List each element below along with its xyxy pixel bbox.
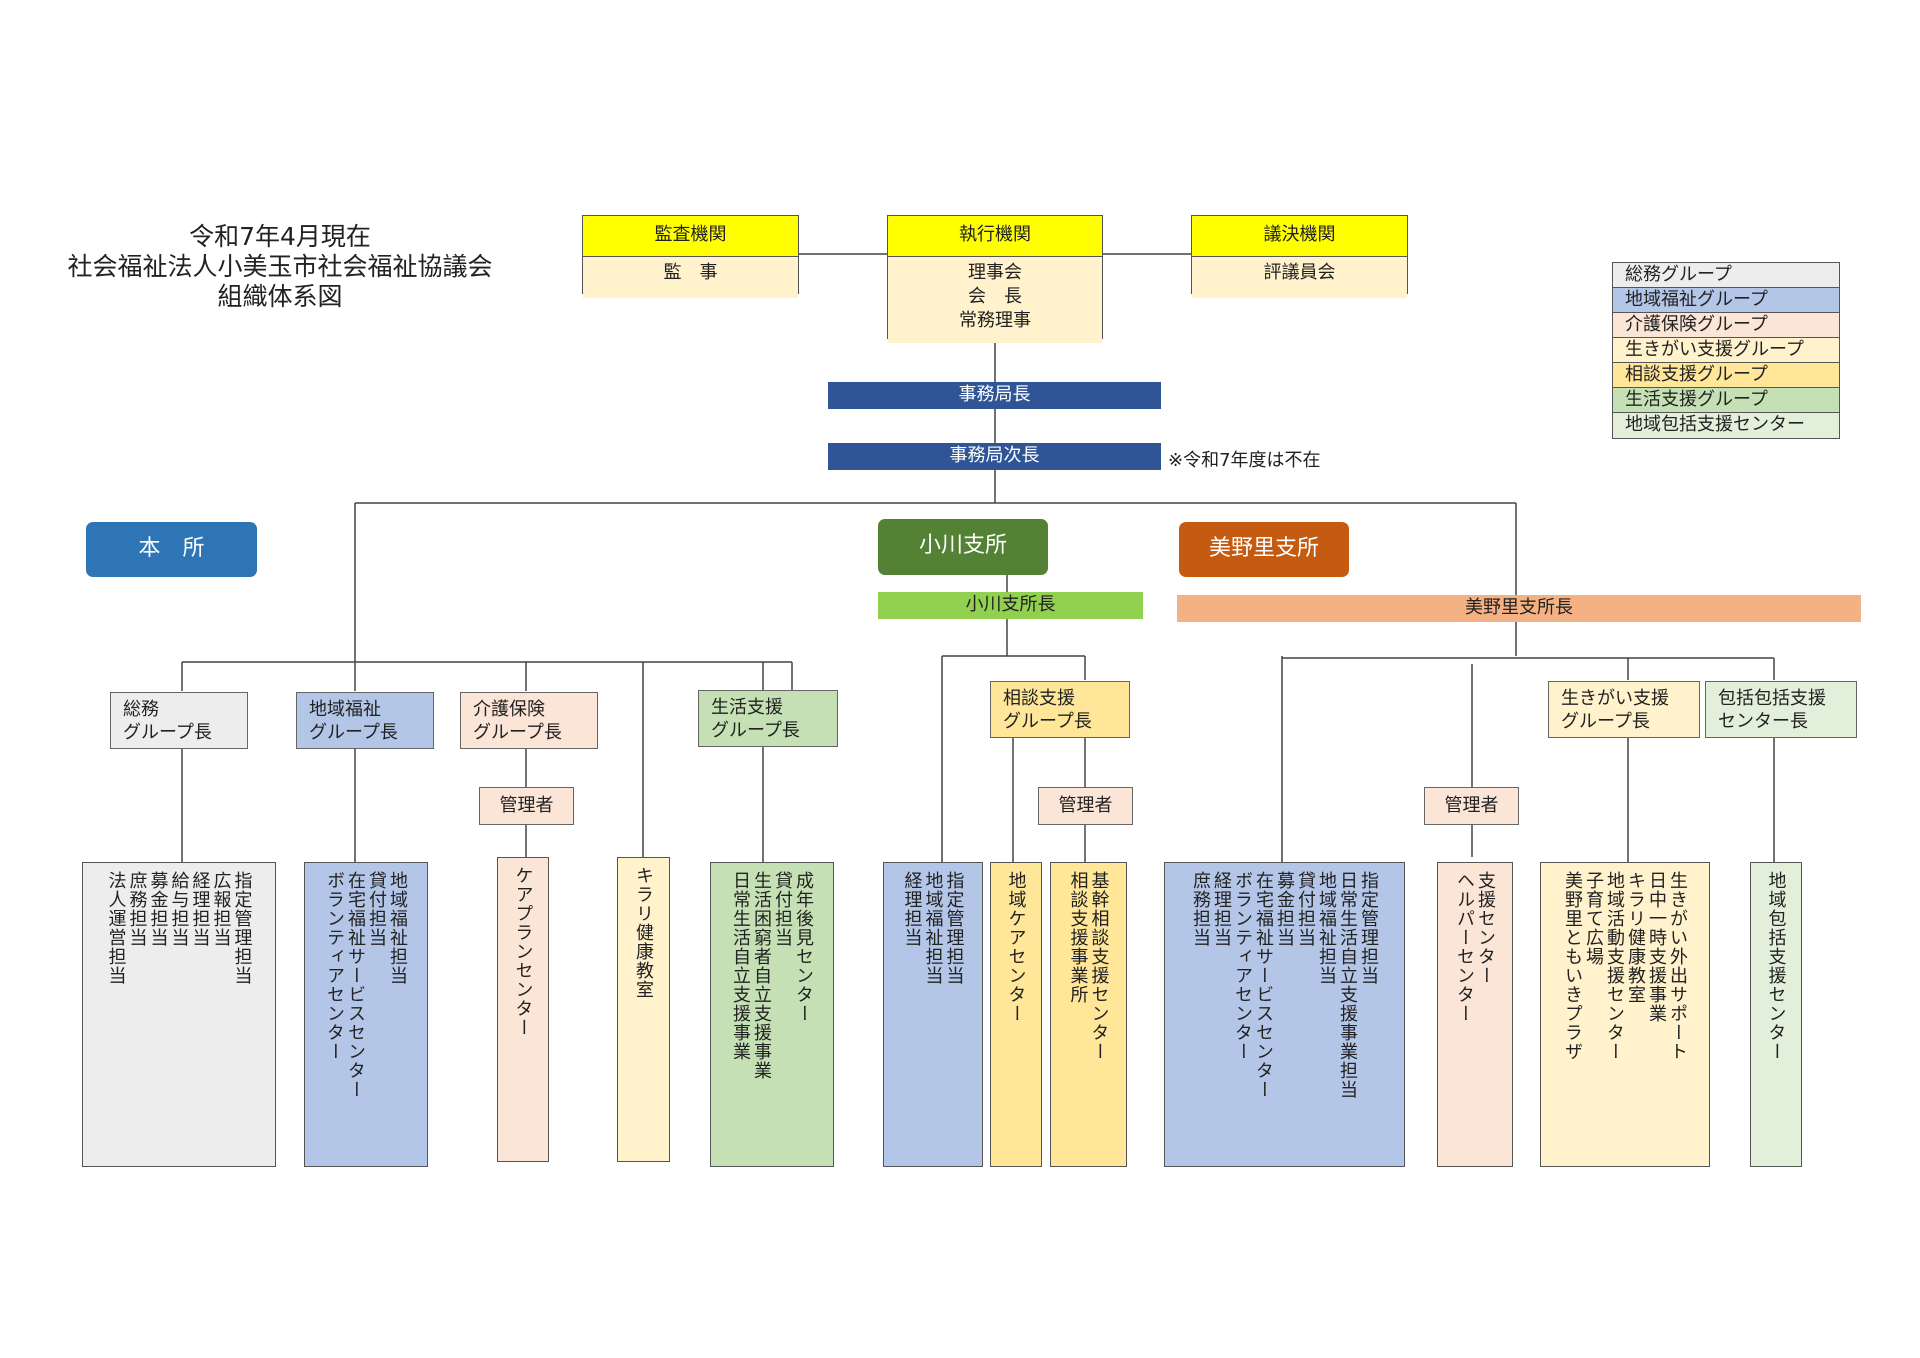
unit-item: 庶務担当 [1190, 871, 1211, 947]
unit-minori-ikigai: 生きがい外出サポート 日中一時支援事業 キラリ健康教室 地域活動支援センター 子… [1540, 862, 1710, 1167]
unit-seikatsu: 成年後見センター 貸付担当 生活困窮者自立支援事業 日常生活自立支援事業 [710, 862, 834, 1167]
group-head-soumu: 総務 グループ長 [110, 692, 248, 749]
unit-item: ケアプランセンター [512, 866, 534, 1037]
group-head-chiiki: 地域福祉 グループ長 [296, 692, 434, 749]
unit-item: ヘルパーセンター [1454, 871, 1475, 1023]
audit-organ: 監査機関 監 事 [582, 215, 799, 298]
title-chart: 組織体系図 [217, 282, 343, 311]
deputy-director-bar: 事務局次長 [828, 443, 1161, 470]
unit-minori-chiiki: 指定管理担当 日常生活自立支援事業担当 地域福祉担当 貸付担当 募金担当 在宅福… [1164, 862, 1405, 1167]
unit-item: 募金担当 [147, 871, 169, 947]
unit-item: 指定管理担当 [1358, 871, 1379, 985]
group-head-soudan: 相談支援 グループ長 [990, 681, 1130, 738]
audit-organ-line: 監 事 [663, 262, 718, 283]
unit-item: 生活困窮者自立支援事業 [751, 871, 772, 1080]
office-honsho: 本 所 [86, 522, 257, 577]
unit-item: ボランティアセンター [1232, 871, 1253, 1061]
legend-item-ikigai: 生きがい支援グループ [1613, 338, 1839, 363]
unit-item: 日常生活自立支援事業 [730, 871, 751, 1061]
group-head-ikigai: 生きがい支援 グループ長 [1548, 681, 1700, 738]
unit-item: 経理担当 [189, 871, 211, 947]
council-organ-line: 評議員会 [1263, 262, 1336, 283]
unit-item: 美野里ともいきプラザ [1562, 871, 1583, 1061]
unit-careplan: ケアプランセンター [497, 857, 549, 1162]
office-minori: 美野里支所 [1179, 522, 1349, 577]
group-head-kaigo: 介護保険 グループ長 [460, 692, 598, 749]
unit-item: 基幹相談支援センター [1088, 871, 1110, 1061]
manager-minori: 管理者 [1424, 787, 1519, 825]
unit-item: 地域包括支援センター [1765, 871, 1787, 1061]
unit-minori-houkatsu: 地域包括支援センター [1750, 862, 1802, 1167]
unit-item: 相談支援事業所 [1067, 871, 1089, 1004]
unit-item: 経理担当 [1211, 871, 1232, 947]
exec-organ-header: 執行機関 [888, 216, 1102, 257]
legend-item-seikatsu: 生活支援グループ [1613, 388, 1839, 413]
unit-item: 成年後見センター [793, 871, 814, 1023]
unit-soumu: 指定管理担当 広報担当 経理担当 給与担当 募金担当 庶務担当 法人運営担当 [82, 862, 276, 1167]
unit-item: 法人運営担当 [105, 871, 127, 985]
page-title: 令和7年4月現在 社会福祉法人小美玉市社会福祉協議会 組織体系図 [40, 222, 520, 312]
group-head-seikatsu: 生活支援 グループ長 [698, 690, 838, 747]
ogawa-head-bar: 小川支所長 [878, 592, 1143, 619]
unit-item: 貸付担当 [772, 871, 793, 947]
exec-organ: 執行機関 理事会 会 長 常務理事 [887, 215, 1103, 343]
unit-item: 日中一時支援事業 [1646, 871, 1667, 1023]
unit-item: 指定管理担当 [231, 871, 253, 985]
manager-kaigo: 管理者 [479, 787, 574, 825]
unit-item: 生きがい外出サポート [1667, 871, 1688, 1061]
office-ogawa: 小川支所 [878, 519, 1048, 575]
deputy-note: ※令和7年度は不在 [1168, 450, 1321, 471]
unit-item: キラリ健康教室 [633, 866, 654, 999]
minori-head-bar: 美野里支所長 [1177, 595, 1861, 622]
unit-item: 地域ケアセンター [1005, 871, 1027, 1023]
audit-organ-body: 監 事 [583, 257, 798, 298]
exec-organ-line: 常務理事 [959, 310, 1031, 331]
title-org: 社会福祉法人小美玉市社会福祉協議会 [67, 252, 493, 281]
unit-item: 庶務担当 [126, 871, 148, 947]
unit-kirari: キラリ健康教室 [617, 857, 670, 1162]
unit-ogawa-soudan: 基幹相談支援センター 相談支援事業所 [1050, 862, 1127, 1167]
exec-organ-line: 会 長 [968, 286, 1022, 307]
exec-organ-line: 理事会 [968, 262, 1022, 283]
title-date: 令和7年4月現在 [189, 222, 371, 251]
legend-item-soudan: 相談支援グループ [1613, 363, 1839, 388]
unit-item: 地域福祉担当 [387, 871, 408, 985]
unit-item: 経理担当 [901, 871, 923, 947]
unit-chiiki: 地域福祉担当 貸付担当 在宅福祉サービスセンター ボランティアセンター [304, 862, 428, 1167]
exec-organ-body: 理事会 会 長 常務理事 [888, 257, 1102, 343]
unit-item: 貸付担当 [1295, 871, 1316, 947]
unit-item: 貸付担当 [366, 871, 387, 947]
legend-item-houkatsu: 地域包括支援センター [1613, 413, 1839, 438]
unit-item: 日常生活自立支援事業担当 [1337, 871, 1358, 1099]
unit-ogawa-chiiki: 指定管理担当 地域福祉担当 経理担当 [883, 862, 983, 1167]
unit-item: 広報担当 [210, 871, 232, 947]
unit-item: 地域福祉担当 [1316, 871, 1337, 985]
unit-item: 地域活動支援センター [1604, 871, 1625, 1061]
unit-ogawa-care: 地域ケアセンター [990, 862, 1042, 1167]
unit-minori-helper: 支援センター ヘルパーセンター [1437, 862, 1513, 1167]
legend: 総務グループ 地域福祉グループ 介護保険グループ 生きがい支援グループ 相談支援… [1612, 262, 1840, 439]
unit-item: 在宅福祉サービスセンター [1253, 871, 1274, 1099]
unit-item: 支援センター [1475, 871, 1496, 985]
legend-item-chiiki: 地域福祉グループ [1613, 288, 1839, 313]
legend-item-soumu: 総務グループ [1613, 263, 1839, 288]
legend-item-kaigo: 介護保険グループ [1613, 313, 1839, 338]
unit-item: 子育て広場 [1583, 871, 1604, 966]
unit-item: 指定管理担当 [943, 871, 965, 985]
unit-item: 在宅福祉サービスセンター [345, 871, 366, 1099]
council-organ: 議決機関 評議員会 [1191, 215, 1408, 298]
council-organ-body: 評議員会 [1192, 257, 1407, 298]
unit-item: ボランティアセンター [324, 871, 345, 1061]
manager-soudan: 管理者 [1038, 787, 1133, 825]
unit-item: キラリ健康教室 [1625, 871, 1646, 1004]
unit-item: 地域福祉担当 [922, 871, 944, 985]
unit-item: 給与担当 [168, 871, 190, 947]
unit-item: 募金担当 [1274, 871, 1295, 947]
director-bar: 事務局長 [828, 382, 1161, 409]
audit-organ-header: 監査機関 [583, 216, 798, 257]
group-head-houkatsu: 包括包括支援 センター長 [1705, 681, 1857, 738]
council-organ-header: 議決機関 [1192, 216, 1407, 257]
